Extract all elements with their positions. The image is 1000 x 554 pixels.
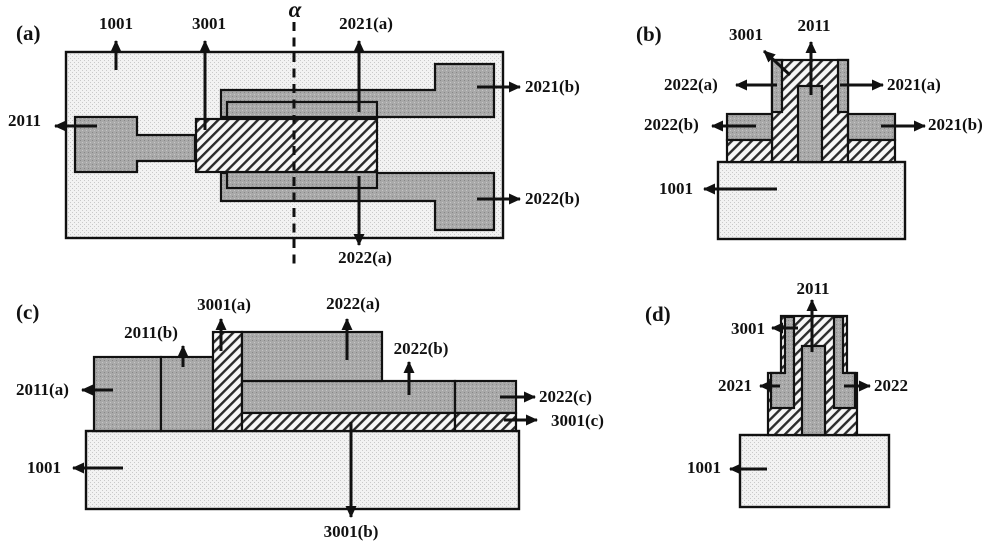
label-d-3001: 3001 [731, 319, 765, 338]
semiconductor-3001-mesa [194, 117, 379, 174]
label-d-2011: 2011 [796, 279, 830, 298]
label-c-1001: 1001 [27, 458, 61, 477]
electrode-2022a-block [240, 330, 384, 383]
label-c-2011b: 2011(b) [124, 323, 178, 342]
semiconductor-3001c-strip [453, 411, 518, 433]
substrate-1001-c [84, 429, 521, 511]
panel-a-drawing [54, 22, 521, 268]
label-b-2011: 2011 [797, 16, 831, 35]
label-c-2022c: 2022(c) [539, 387, 592, 406]
label-a-2021a: 2021(a) [339, 14, 393, 33]
panel-b-tag: (b) [636, 22, 662, 46]
label-c-3001b: 3001(b) [323, 522, 379, 541]
label-c-2011a: 2011(a) [16, 380, 69, 399]
label-a-2021b: 2021(b) [525, 77, 580, 96]
label-c-2022a: 2022(a) [326, 294, 380, 313]
semiconductor-3001a-column [211, 330, 244, 433]
panel-b-drawing [703, 41, 926, 241]
semiconductor-3001-base-left [725, 138, 774, 164]
substrate-1001-b [716, 160, 907, 241]
semiconductor-3001b-strip [240, 411, 457, 433]
label-d-2021: 2021 [718, 376, 752, 395]
label-b-2022a: 2022(a) [664, 75, 718, 94]
electrode-2011a-block [92, 355, 163, 433]
label-a-1001: 1001 [99, 14, 133, 33]
panel-c-drawing [72, 318, 538, 518]
panel-d-tag: (d) [645, 302, 671, 326]
semiconductor-3001-base-right [846, 138, 897, 164]
label-c-3001c: 3001(c) [551, 411, 604, 430]
label-b-2022b: 2022(b) [644, 115, 699, 134]
label-b-2021a: 2021(a) [887, 75, 941, 94]
electrode-2011-core-b [796, 84, 824, 164]
label-a-3001: 3001 [192, 14, 226, 33]
electrode-2011-core-d [800, 344, 827, 437]
label-b-2021b: 2021(b) [928, 115, 983, 134]
label-c-2022b: 2022(b) [393, 339, 449, 358]
label-c-3001a: 3001(a) [197, 295, 251, 314]
label-b-3001: 3001 [729, 25, 763, 44]
electrode-2021a-strip [225, 100, 379, 119]
label-b-1001: 1001 [659, 179, 693, 198]
electrode-2011b-block [159, 355, 215, 433]
panel-d-drawing [729, 299, 891, 509]
label-d-2022: 2022 [874, 376, 908, 395]
electrode-2022a-strip [225, 170, 379, 190]
panel-a-tag: (a) [16, 21, 41, 45]
label-d-1001: 1001 [687, 458, 721, 477]
electrode-2022b-layer [240, 379, 457, 415]
label-a-2011: 2011 [8, 111, 42, 130]
substrate-1001-d [738, 433, 891, 509]
lead-b-3001 [762, 49, 792, 77]
label-a-section-alpha: α [288, 0, 302, 22]
label-a-2022a: 2022(a) [338, 248, 392, 267]
label-a-2022b: 2022(b) [525, 189, 580, 208]
panel-c-tag: (c) [16, 300, 40, 324]
